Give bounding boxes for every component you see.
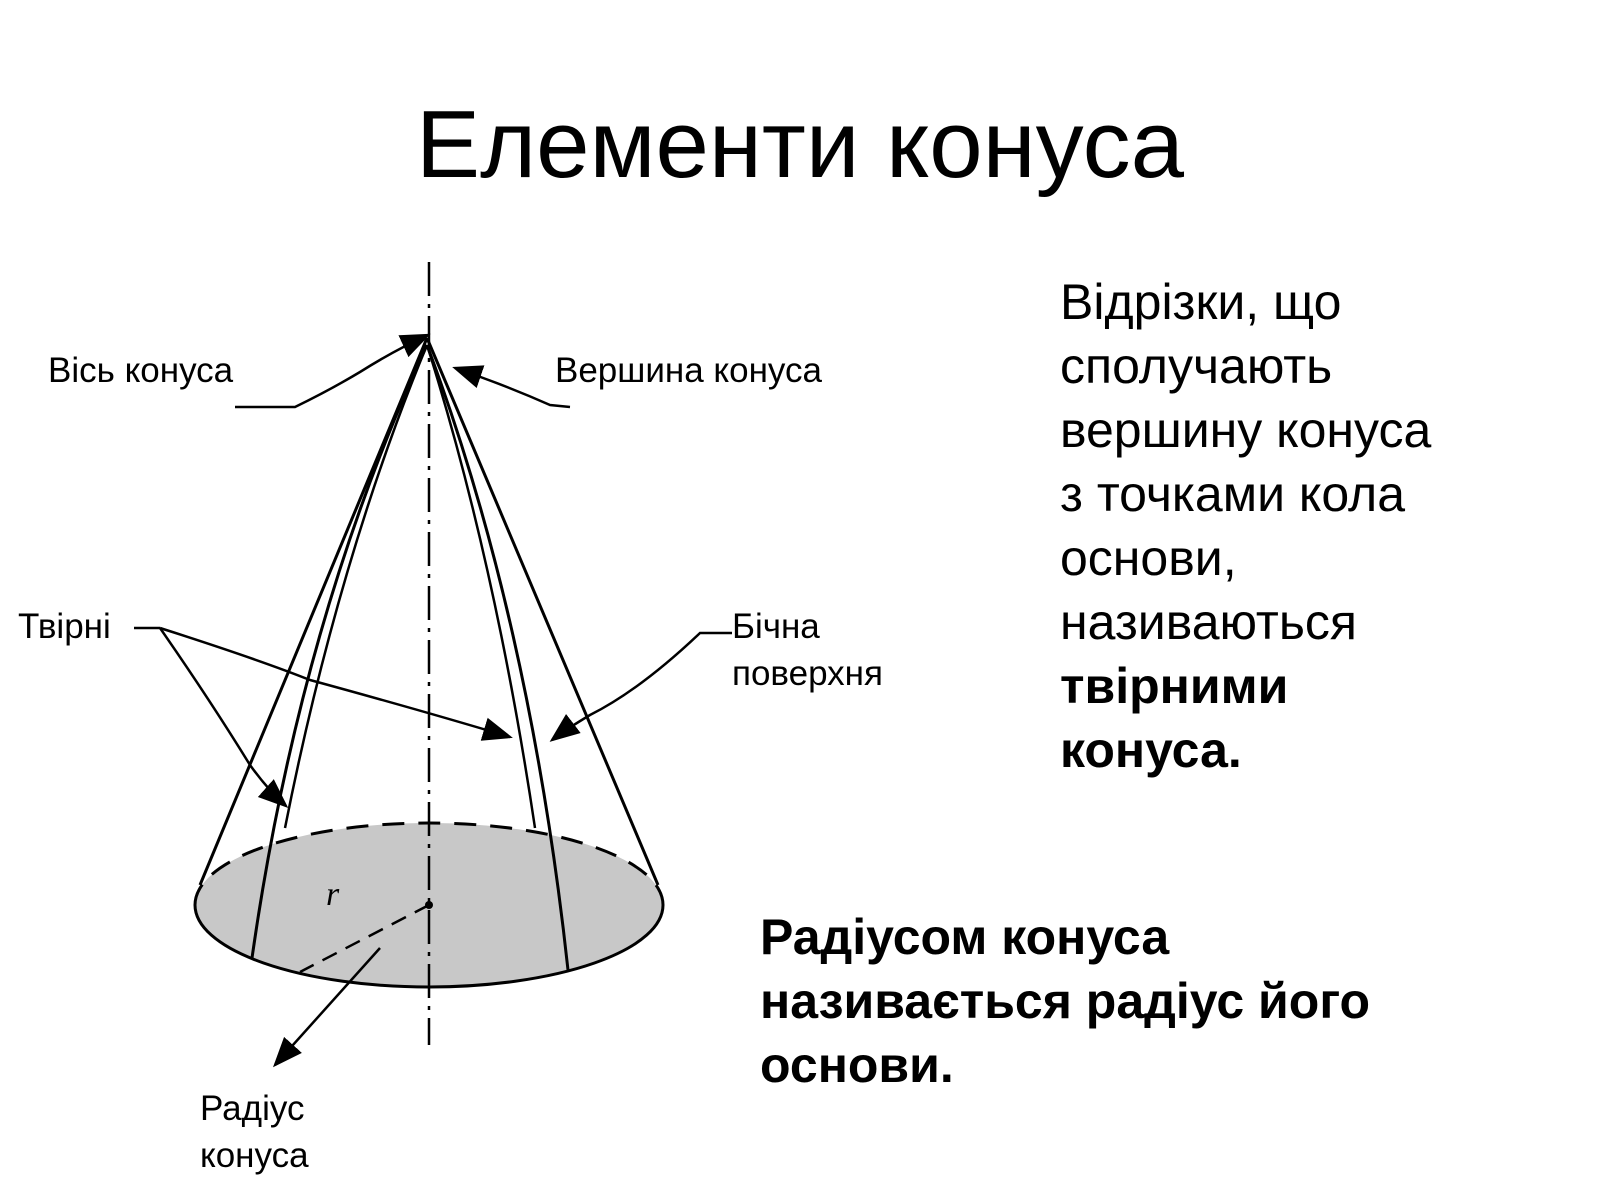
- radius-def-line: Радіусом конуса: [760, 909, 1170, 965]
- generators-def-line: вершину конуса: [1060, 402, 1432, 458]
- axis-pointer: [235, 333, 431, 409]
- label-radius-line-1: Радіус: [200, 1089, 305, 1128]
- base-center: [425, 901, 433, 909]
- label-lateral-line-2: поверхня: [732, 654, 883, 694]
- generators-pointer-left: [158, 627, 289, 808]
- label-radius-line-2: конуса: [200, 1136, 309, 1176]
- radius-def-line: називається радіус його: [760, 973, 1371, 1029]
- generator-3: [425, 344, 570, 971]
- apex-pointer: [452, 365, 571, 409]
- slide-title: Елементи конуса: [416, 91, 1184, 198]
- label-generators: Твірні: [18, 607, 111, 646]
- radius-def-line: основи.: [760, 1037, 954, 1093]
- cone-right-edge: [425, 337, 660, 886]
- generators-pointer-right: [159, 626, 513, 741]
- radius-symbol: r: [326, 876, 340, 913]
- generators-def-term: твірними: [1060, 658, 1289, 714]
- radius-definition: Радіусом конуса називається радіус його …: [760, 905, 1580, 1097]
- generators-definition: Відрізки, що сполучають вершину конуса з…: [1060, 270, 1560, 782]
- label-lateral-line-1: Бічна: [732, 607, 820, 646]
- generators-def-line: основи,: [1060, 530, 1237, 586]
- generators-def-line: сполучають: [1060, 338, 1333, 394]
- generator-4: [425, 344, 537, 829]
- label-axis: Вісь конуса: [48, 351, 234, 390]
- generators-def-line: називаються: [1060, 594, 1357, 650]
- label-cone-radius: Радіус конуса: [200, 1085, 309, 1180]
- label-lateral-surface: Бічна поверхня: [732, 603, 883, 698]
- lateral-pointer: [549, 631, 732, 742]
- generator-1: [250, 344, 429, 959]
- radius-pointer: [272, 947, 381, 1068]
- generators-def-term: конуса.: [1060, 722, 1242, 778]
- label-apex: Вершина конуса: [555, 351, 822, 390]
- generators-def-line: Відрізки, що: [1060, 274, 1342, 330]
- generators-def-line: з точками кола: [1060, 466, 1406, 522]
- generator-2: [283, 344, 429, 829]
